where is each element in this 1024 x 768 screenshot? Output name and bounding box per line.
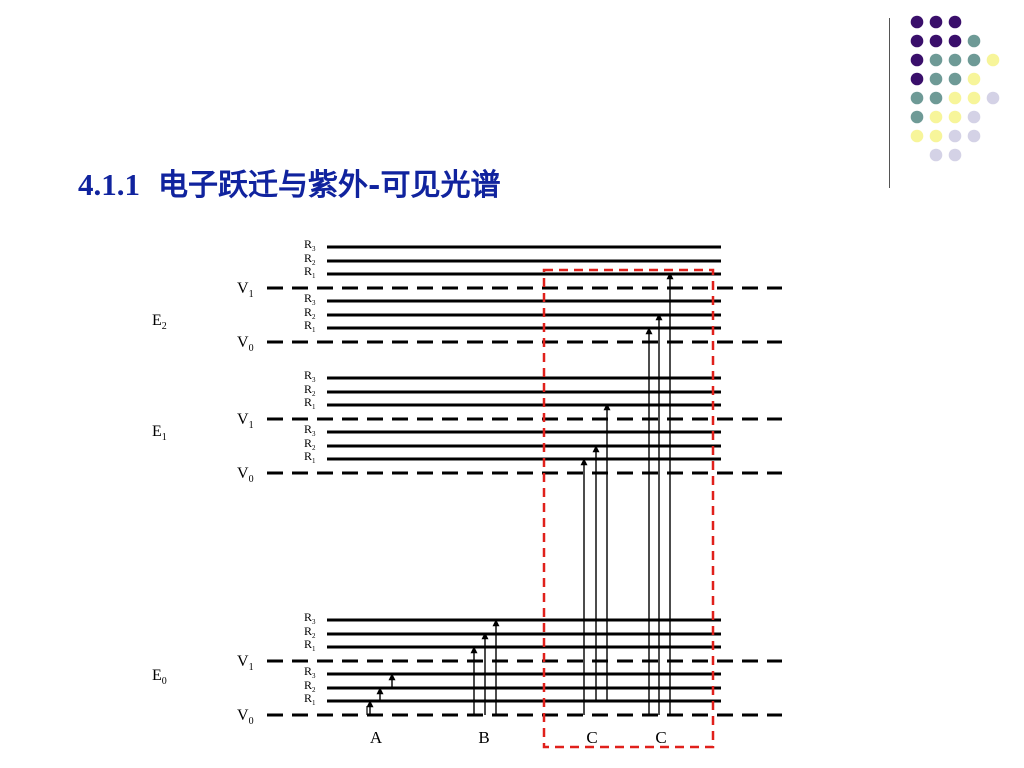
rotational-level-label: R3	[304, 610, 316, 626]
decor-dot	[910, 53, 924, 67]
decor-dot	[948, 91, 962, 105]
vibrational-level-label: V1	[237, 653, 254, 673]
vibrational-level-label: V0	[237, 334, 254, 354]
rotational-level-label: R1	[304, 395, 316, 411]
vibrational-level-label: V0	[237, 465, 254, 485]
rotational-level-label: R2	[304, 305, 316, 321]
decor-dot	[948, 72, 962, 86]
decor-dot	[948, 129, 962, 143]
decor-dot	[929, 53, 943, 67]
rotational-level-label: R1	[304, 449, 316, 465]
decor-dot	[948, 110, 962, 124]
electronic-level-label: E1	[152, 423, 167, 443]
decor-dot	[967, 72, 981, 86]
decor-dot	[910, 91, 924, 105]
rotational-level-label: R2	[304, 436, 316, 452]
decor-dot	[986, 91, 1000, 105]
rotational-level-label: R3	[304, 237, 316, 253]
rotational-level-label: R3	[304, 664, 316, 680]
rotational-level-label: R2	[304, 382, 316, 398]
decor-dot	[967, 129, 981, 143]
decor-dot	[967, 34, 981, 48]
decor-dot	[967, 110, 981, 124]
decor-dot	[948, 15, 962, 29]
rotational-level-label: R1	[304, 264, 316, 280]
decor-dot	[948, 148, 962, 162]
transition-label: C	[655, 728, 666, 747]
decor-dot	[910, 129, 924, 143]
vibrational-level-label: V0	[237, 707, 254, 727]
vibrational-level-label: V1	[237, 280, 254, 300]
decor-dot	[948, 53, 962, 67]
decor-dot	[910, 15, 924, 29]
vibrational-level-label: V1	[237, 411, 254, 431]
decor-dot	[929, 34, 943, 48]
title-number: 4.1.1	[78, 167, 140, 202]
decor-dot	[986, 53, 1000, 67]
decor-dot	[929, 15, 943, 29]
decorative-dot-grid	[910, 15, 1000, 162]
decor-dot	[910, 72, 924, 86]
decor-dot	[948, 34, 962, 48]
decor-dot	[967, 53, 981, 67]
transition-label: B	[478, 728, 489, 747]
rotational-level-label: R1	[304, 318, 316, 334]
electronic-level-label: E0	[152, 667, 167, 687]
title-text: 电子跃迁与紫外-可见光谱	[158, 168, 501, 203]
decor-dot	[910, 110, 924, 124]
rotational-level-label: R2	[304, 251, 316, 267]
decor-dot	[910, 34, 924, 48]
decor-dot	[929, 91, 943, 105]
decor-dot	[929, 110, 943, 124]
page-title: 4.1.1 电子跃迁与紫外-可见光谱	[78, 160, 500, 210]
rotational-level-label: R2	[304, 624, 316, 640]
highlight-box	[542, 268, 715, 749]
rotational-level-label: R3	[304, 368, 316, 384]
decor-dot	[967, 91, 981, 105]
transition-label: C	[586, 728, 597, 747]
decor-dot	[929, 129, 943, 143]
decor-dot	[929, 148, 943, 162]
electronic-level-label: E2	[152, 312, 167, 332]
rotational-level-label: R3	[304, 291, 316, 307]
decor-dot	[929, 72, 943, 86]
rotational-level-label: R2	[304, 678, 316, 694]
rotational-level-label: R1	[304, 637, 316, 653]
transition-label: A	[370, 728, 383, 747]
vertical-divider	[889, 18, 890, 188]
rotational-level-label: R1	[304, 691, 316, 707]
rotational-level-label: R3	[304, 422, 316, 438]
